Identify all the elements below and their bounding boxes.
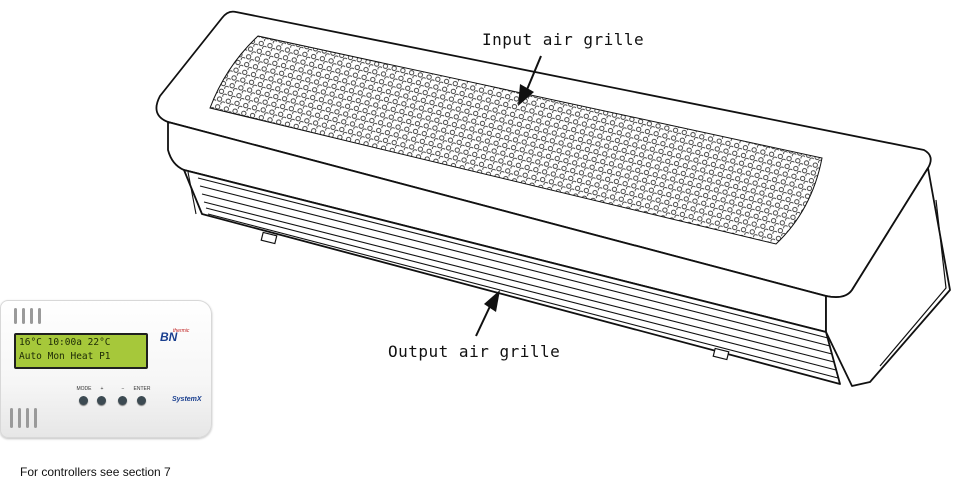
output-air-grille — [187, 171, 841, 385]
vent-slot — [38, 308, 41, 324]
vent-slot — [10, 408, 13, 428]
vent-slot — [14, 308, 17, 324]
lcd-display: 16°C 10:00a 22°C Auto Mon Heat P1 — [14, 333, 148, 369]
plus-button-label: + — [100, 386, 104, 392]
model-name: SystemX — [172, 396, 202, 403]
enter-button-label: ENTER — [133, 386, 151, 392]
vent-slot — [30, 308, 33, 324]
minus-button[interactable] — [118, 396, 127, 405]
vent-slot — [26, 408, 29, 428]
enter-button[interactable] — [137, 396, 146, 405]
mode-button-label: MODE — [76, 386, 92, 392]
input-air-grille — [209, 35, 823, 245]
mounting-tabs — [260, 231, 730, 361]
lcd-screen: 16°C 10:00a 22°C Auto Mon Heat P1 — [16, 335, 146, 367]
input-arrow — [518, 55, 542, 106]
output-arrow — [475, 290, 500, 337]
vent-slot — [34, 408, 37, 428]
lcd-line-2: Auto Mon Heat P1 — [19, 351, 111, 362]
minus-button-label: − — [121, 386, 125, 392]
vent-slot — [22, 308, 25, 324]
brand-logo: BN — [160, 330, 178, 344]
output-grille-label: Output air grille — [388, 342, 561, 361]
brand-logo-sub: thermic — [173, 328, 190, 334]
vent-slot — [18, 408, 21, 428]
input-grille-label: Input air grille — [482, 30, 645, 49]
controllers-caption: For controllers see section 7 — [20, 465, 171, 479]
wall-controller: 16°C 10:00a 22°C Auto Mon Heat P1 BN the… — [0, 300, 212, 438]
mode-button[interactable] — [79, 396, 88, 405]
plus-button[interactable] — [97, 396, 106, 405]
lcd-line-1: 16°C 10:00a 22°C — [19, 337, 111, 348]
